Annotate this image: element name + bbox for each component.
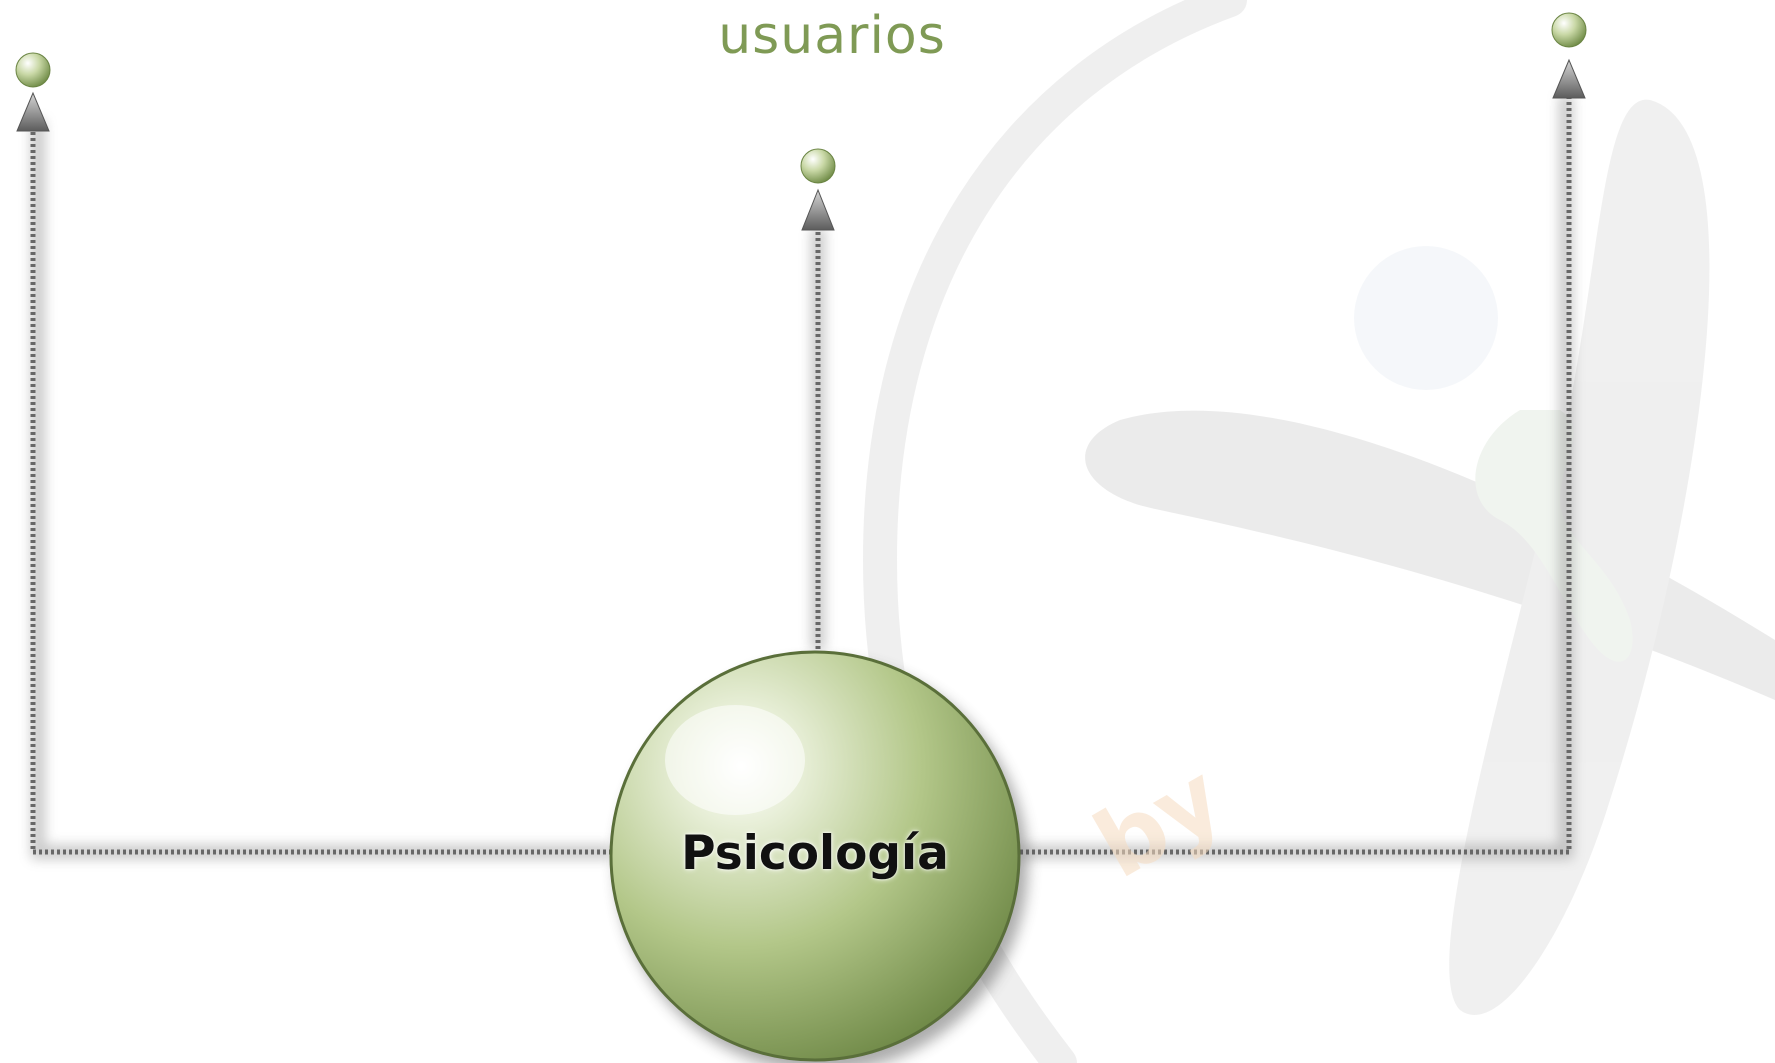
- knob-icon: [800, 148, 836, 184]
- hub-node[interactable]: [609, 650, 1028, 1063]
- connector-lines: [30, 96, 1572, 855]
- branch-endpoint-left: [15, 52, 51, 132]
- arrow-up-icon: [16, 91, 50, 132]
- connector-right: [1020, 96, 1572, 855]
- watermark-figure: [1475, 410, 1633, 662]
- branch-endpoint-middle: [800, 148, 836, 231]
- watermark-dot: [1354, 246, 1498, 390]
- hub-highlight: [665, 705, 805, 815]
- diagram-title: usuarios: [718, 6, 946, 66]
- hub-label: Psicología: [681, 826, 949, 881]
- connector-left: [30, 126, 612, 855]
- knob-icon: [15, 52, 51, 88]
- knob-icon: [1551, 12, 1587, 48]
- arrow-up-icon: [801, 188, 835, 231]
- branch-endpoint-right: [1551, 12, 1587, 99]
- watermark-letters: by: [1078, 743, 1240, 899]
- arrow-up-icon: [1552, 58, 1586, 99]
